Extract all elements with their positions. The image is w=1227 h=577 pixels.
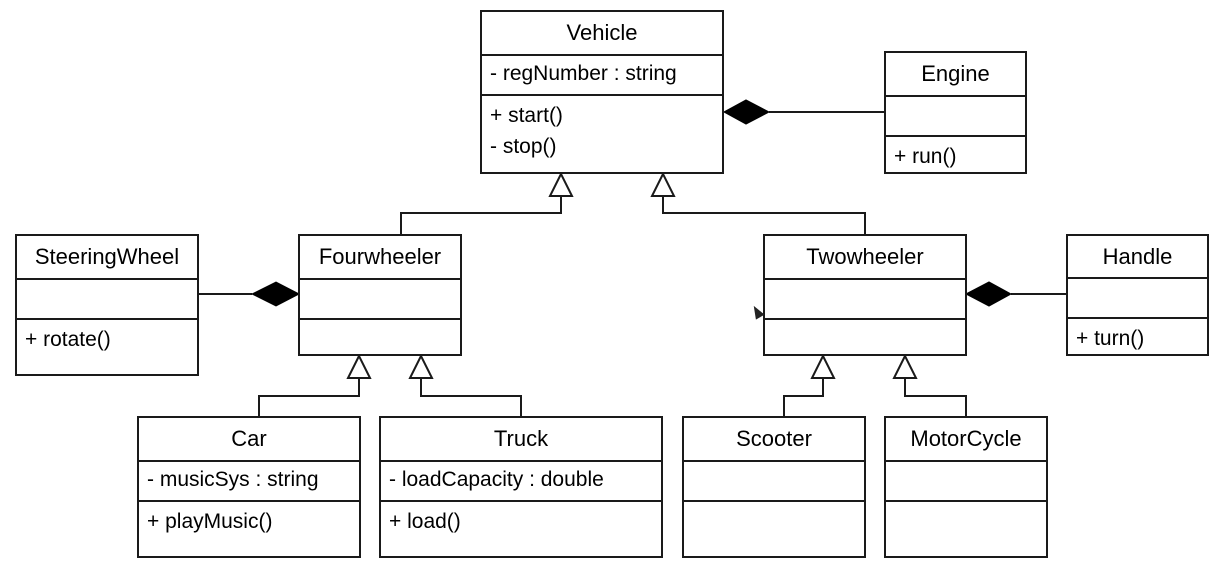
generalization-arrow-twowheeler-right bbox=[892, 353, 918, 379]
operation: + rotate() bbox=[25, 328, 111, 351]
composition-diamond-vehicle bbox=[722, 99, 771, 125]
class-car[interactable]: Car - musicSys : string + playMusic() bbox=[137, 416, 361, 558]
class-fourwheeler[interactable]: Fourwheeler bbox=[298, 234, 462, 356]
operation: - stop() bbox=[490, 135, 557, 158]
class-operations: + playMusic() bbox=[139, 502, 359, 556]
composition-diamond-twowheeler bbox=[964, 281, 1013, 307]
class-attributes bbox=[765, 280, 965, 320]
class-name: Fourwheeler bbox=[300, 236, 460, 280]
class-twowheeler[interactable]: Twowheeler bbox=[763, 234, 967, 356]
class-attributes bbox=[17, 280, 197, 320]
class-operations: + rotate() bbox=[17, 320, 197, 374]
class-name: SteeringWheel bbox=[17, 236, 197, 280]
class-vehicle[interactable]: Vehicle - regNumber : string + start() -… bbox=[480, 10, 724, 174]
class-name: Vehicle bbox=[482, 12, 722, 56]
generalization-arrow-vehicle-left bbox=[548, 171, 574, 197]
generalization-line-scooter-twowheeler bbox=[783, 378, 824, 416]
class-operations: + run() bbox=[886, 137, 1025, 172]
attribute: - loadCapacity : double bbox=[389, 468, 604, 491]
generalization-arrow-vehicle-right bbox=[650, 171, 676, 197]
class-attributes bbox=[886, 97, 1025, 137]
class-name: MotorCycle bbox=[886, 418, 1046, 462]
operation: + run() bbox=[894, 145, 957, 168]
class-name: Car bbox=[139, 418, 359, 462]
class-operations bbox=[684, 502, 864, 556]
class-steeringwheel[interactable]: SteeringWheel + rotate() bbox=[15, 234, 199, 376]
operation: + start() bbox=[490, 104, 563, 127]
class-name: Handle bbox=[1068, 236, 1207, 280]
class-name: Engine bbox=[886, 53, 1025, 97]
class-motorcycle[interactable]: MotorCycle bbox=[884, 416, 1048, 558]
class-name: Truck bbox=[381, 418, 661, 462]
class-attributes bbox=[1068, 279, 1207, 319]
generalization-arrow-fourwheeler-right bbox=[408, 353, 434, 379]
generalization-arrow-twowheeler-left bbox=[810, 353, 836, 379]
operation: + load() bbox=[389, 510, 461, 533]
generalization-line-fourwheeler-vehicle bbox=[400, 196, 562, 234]
generalization-line-twowheeler-vehicle bbox=[662, 196, 866, 234]
class-engine[interactable]: Engine + run() bbox=[884, 51, 1027, 174]
class-attributes: - musicSys : string bbox=[139, 462, 359, 502]
operation: + playMusic() bbox=[147, 510, 273, 533]
class-operations bbox=[886, 502, 1046, 556]
generalization-arrow-fourwheeler-left bbox=[346, 353, 372, 379]
class-attributes bbox=[300, 280, 460, 320]
generalization-line-truck-fourwheeler bbox=[420, 378, 522, 416]
generalization-line-motorcycle-twowheeler bbox=[904, 378, 967, 416]
class-scooter[interactable]: Scooter bbox=[682, 416, 866, 558]
class-name: Twowheeler bbox=[765, 236, 965, 280]
class-attributes: - loadCapacity : double bbox=[381, 462, 661, 502]
class-attributes bbox=[886, 462, 1046, 502]
generalization-line-car-fourwheeler bbox=[258, 378, 360, 416]
attribute: - musicSys : string bbox=[147, 468, 319, 491]
class-truck[interactable]: Truck - loadCapacity : double + load() bbox=[379, 416, 663, 558]
class-attributes: - regNumber : string bbox=[482, 56, 722, 96]
class-name: Scooter bbox=[684, 418, 864, 462]
class-operations bbox=[765, 320, 965, 354]
attribute: - regNumber : string bbox=[490, 62, 677, 85]
class-operations: + start() - stop() bbox=[482, 96, 722, 172]
class-operations bbox=[300, 320, 460, 354]
class-operations: + turn() bbox=[1068, 319, 1207, 354]
class-handle[interactable]: Handle + turn() bbox=[1066, 234, 1209, 356]
operation: + turn() bbox=[1076, 327, 1145, 350]
class-operations: + load() bbox=[381, 502, 661, 556]
composition-diamond-fourwheeler bbox=[250, 281, 301, 307]
class-attributes bbox=[684, 462, 864, 502]
